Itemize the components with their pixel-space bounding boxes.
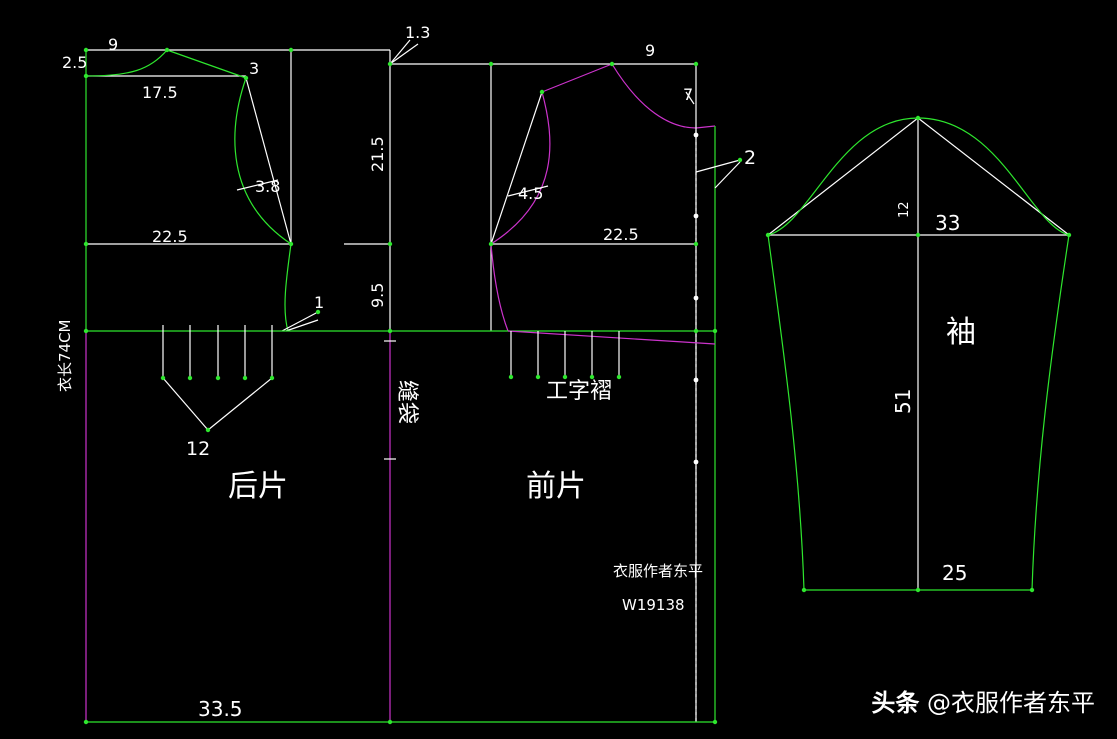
dim-back-shoulder-width: 17.5 xyxy=(142,83,178,102)
dim-hem-width: 33.5 xyxy=(198,697,243,721)
label-front-pleat: 工字褶 xyxy=(546,379,612,404)
placket-buttons xyxy=(693,132,699,465)
watermark: 头条 @衣服作者东平 xyxy=(871,683,1095,718)
label-pocket: 缝袋 xyxy=(394,380,419,424)
label-back-piece: 后片 xyxy=(228,469,288,504)
dim-sleeve-width: 33 xyxy=(935,211,960,235)
dim-front-neck-width: 9 xyxy=(645,41,655,60)
back-bodice-upper xyxy=(85,49,391,332)
sleeve xyxy=(767,117,1070,591)
dim-back-neck-width: 9 xyxy=(108,35,118,54)
label-author: 衣服作者东平 xyxy=(613,562,703,580)
dim-back-armhole-depth: 3.8 xyxy=(255,177,280,196)
dim-front-chest: 22.5 xyxy=(603,225,639,244)
label-body-length: 衣长74CM xyxy=(56,319,74,392)
label-sleeve: 袖 xyxy=(946,315,976,350)
dim-sleeve-cap-height: 12 xyxy=(897,201,912,218)
pattern-nodes xyxy=(83,47,1072,725)
dim-waist-line: 9.5 xyxy=(368,283,387,308)
dim-back-chest: 22.5 xyxy=(152,227,188,246)
front-bodice-upper xyxy=(389,39,741,722)
dim-back-shoulder-drop: 3 xyxy=(249,59,259,78)
dim-front-neck-depth: 7 xyxy=(683,85,693,104)
label-code: W19138 xyxy=(622,596,685,614)
watermark-brand: 头条 xyxy=(871,689,920,717)
dim-back-neck-depth: 2.5 xyxy=(62,53,87,72)
dim-side-drop: 1 xyxy=(314,293,324,312)
dim-front-armhole-depth: 4.5 xyxy=(518,184,543,203)
dim-armhole-height: 21.5 xyxy=(368,136,387,172)
dim-back-pleat: 12 xyxy=(186,438,210,460)
dim-front-placket: 2 xyxy=(744,147,756,169)
watermark-handle: @衣服作者东平 xyxy=(927,689,1095,717)
label-front-piece: 前片 xyxy=(526,469,586,504)
dim-sleeve-cuff: 25 xyxy=(942,561,967,585)
dim-shoulder-rise: 1.3 xyxy=(405,23,430,42)
lower-body xyxy=(85,325,716,723)
dim-sleeve-length: 51 xyxy=(891,389,915,414)
